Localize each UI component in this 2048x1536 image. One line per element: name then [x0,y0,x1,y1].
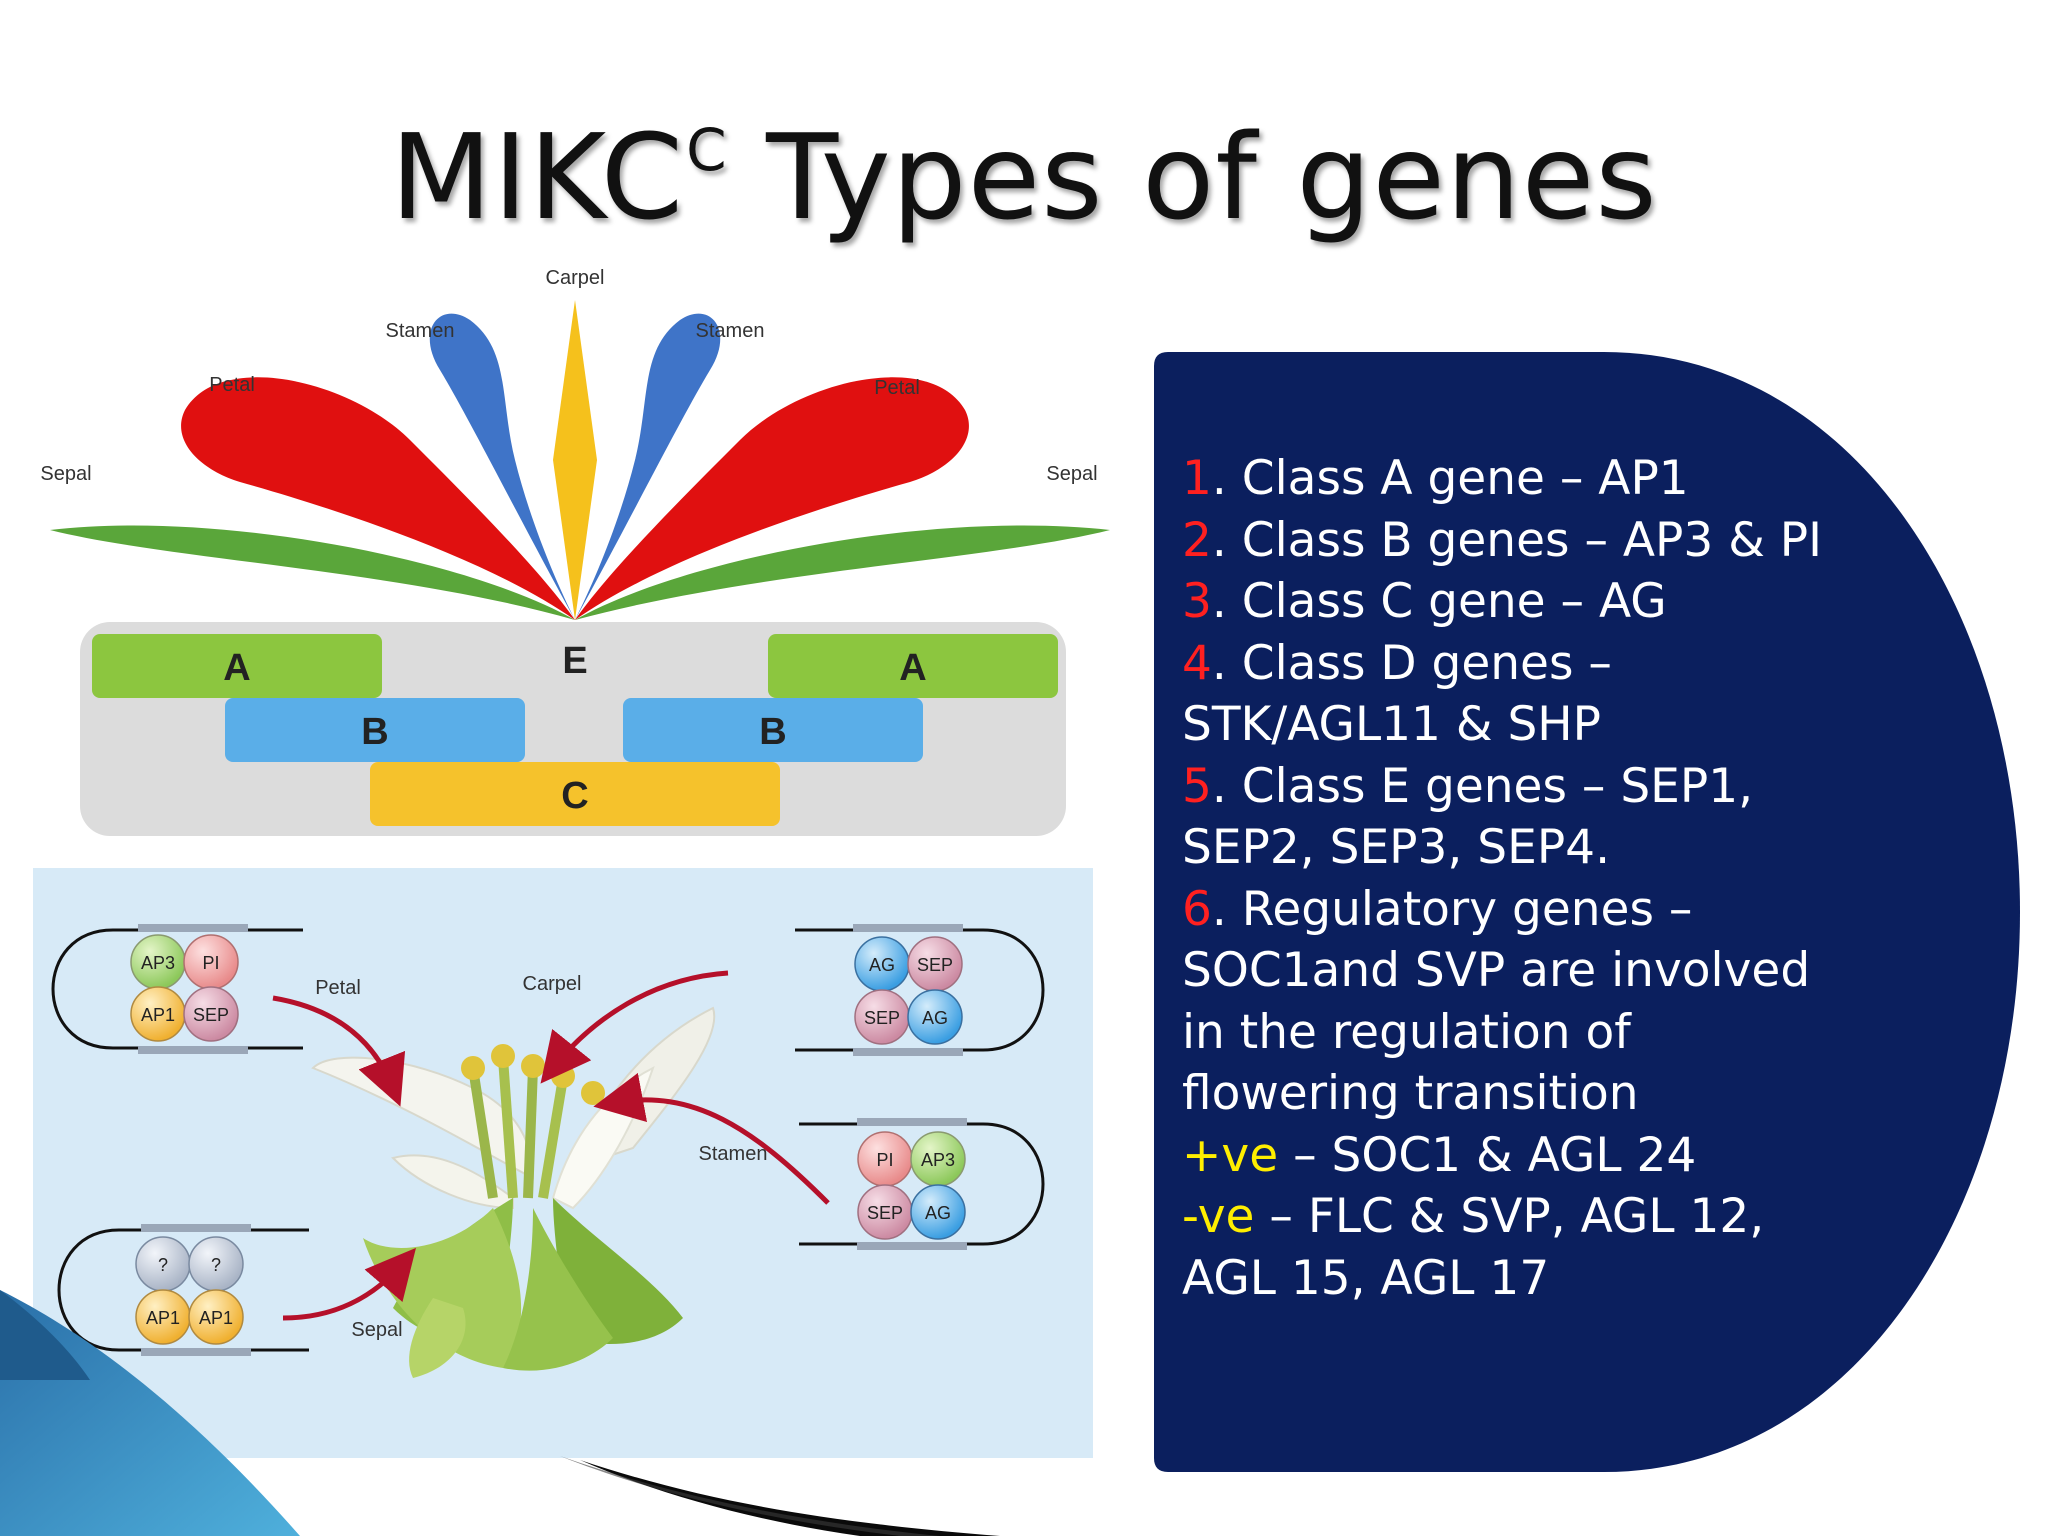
gene-list-item-6-cont-3: flowering transition [1182,1066,1639,1121]
gene-list-item-4: 4. Class D genes – [1182,633,1962,695]
class-a-right-box [768,634,1058,698]
carpel-shape [553,300,597,620]
stamen-quartet: PI AP3 SEP AG [799,1118,1045,1250]
slide-title: MIKCC Types of genes [0,108,2048,246]
stamen-protein-4: AG [925,1203,951,1223]
carpel-quartet: AG SEP SEP AG [795,924,1045,1056]
label-carpel: Carpel [546,267,605,289]
class-c-box [370,762,780,826]
gene-list-item-6: 6. Regulatory genes – [1182,879,1962,941]
sepal-protein-4: AP1 [199,1308,233,1328]
gene-list-panel [1154,352,2020,1472]
sepal-protein-1: ? [158,1255,168,1275]
item-number-3: 3 [1182,574,1212,629]
class-a-left-label: A [223,647,250,689]
sepal-quartet: ? ? AP1 AP1 [57,1224,309,1356]
class-b-left-box [225,698,525,762]
stamen-protein-3: SEP [867,1203,903,1223]
positive-text: – SOC1 & AGL 24 [1278,1127,1697,1183]
stamen-left-shape [429,313,575,620]
item-number-6: 6 [1182,881,1212,937]
item-text-4: . Class D genes – [1211,635,1612,691]
class-a-left-box [92,634,382,698]
gene-list-item-6-cont-2: in the regulation of [1182,1004,1631,1060]
item-text-1: . Class A gene – AP1 [1211,451,1689,506]
stamen-protein-2: AP3 [921,1150,955,1170]
gene-list-item-4-cont: STK/AGL11 & SHP [1182,697,1601,752]
arrow-petal [272,995,406,1107]
quartet-label-stamen: Stamen [699,1143,768,1165]
petal-quartet: AP3 PI AP1 SEP [51,924,303,1054]
gene-list-item-1: 1. Class A gene – AP1 [1182,448,1962,510]
arrow-carpel [540,970,729,1084]
quartet-model-diagram: Petal Carpel Stamen Sepal AP3 PI AP1 SEP… [33,868,1093,1458]
petal-left-shape [181,377,575,620]
sepal-left-shape [50,525,575,620]
item-text-5: . Class E genes – SEP1, [1211,758,1754,814]
negative-sign: -ve [1182,1189,1255,1244]
gene-list: 1. Class A gene – AP1 2. Class B genes –… [1182,448,1962,1309]
label-sepal-right: Sepal [1046,463,1097,485]
petal-protein-4: SEP [193,1005,229,1025]
item-number-1: 1 [1182,451,1212,506]
gene-list-item-2: 2. Class B genes – AP3 & PI [1182,510,1962,572]
arrow-stamen [593,1072,830,1205]
class-b-left-label: B [361,711,388,753]
gene-list-item-6-cont-1: SOC1and SVP are involved [1182,943,1811,998]
class-b-right-label: B [759,711,786,753]
gene-list-item-3: 3. Class C gene – AG [1182,571,1962,633]
label-petal-right: Petal [874,377,920,399]
label-stamen-left: Stamen [386,320,455,342]
quartet-label-sepal: Sepal [351,1319,402,1341]
negative-text: – FLC & SVP, AGL 12, [1254,1189,1765,1244]
petal-right-shape [575,377,969,620]
negative-regulators: -ve – FLC & SVP, AGL 12, [1182,1186,1962,1248]
carpel-protein-4: AG [922,1008,948,1028]
positive-sign: +ve [1182,1127,1279,1183]
carpel-protein-3: SEP [864,1008,900,1028]
quartet-label-carpel: Carpel [523,973,582,995]
sepal-right-shape [575,525,1110,620]
title-rest: Types of genes [727,108,1658,246]
item-number-2: 2 [1182,512,1212,568]
abce-model-diagram: Carpel Stamen Stamen Petal Petal Sepal S… [40,267,1110,836]
stamen-protein-1: PI [876,1150,893,1170]
carpel-protein-1: AG [869,955,895,975]
class-a-right-label: A [899,647,926,689]
item-text-2: . Class B genes – AP3 & PI [1211,512,1823,568]
quartet-label-petal: Petal [315,977,361,999]
carpel-protein-2: SEP [917,955,953,975]
label-sepal-left: Sepal [40,463,91,485]
petal-protein-2: PI [202,953,219,973]
title-superscript: C [686,115,728,184]
class-b-right-box [623,698,923,762]
petal-protein-1: AP3 [141,953,175,973]
petal-protein-3: AP1 [141,1005,175,1025]
decorative-swoosh [0,1290,1000,1536]
item-number-4: 4 [1182,635,1212,691]
title-main: MIKC [390,108,685,246]
sepal-protein-3: AP1 [146,1308,180,1328]
class-e-label: E [562,640,587,682]
label-petal-left: Petal [209,374,255,396]
item-text-3: . Class C gene – AG [1211,574,1667,629]
stamen-right-shape [575,313,721,620]
sepal-protein-2: ? [211,1255,221,1275]
item-number-5: 5 [1182,758,1212,814]
gene-list-item-5: 5. Class E genes – SEP1, [1182,756,1962,818]
arrow-sepal [282,1247,417,1321]
positive-regulators: +ve – SOC1 & AGL 24 [1182,1125,1962,1187]
class-c-label: C [561,775,588,817]
negative-regulators-cont: AGL 15, AGL 17 [1182,1250,1550,1306]
label-stamen-right: Stamen [696,320,765,342]
item-text-6: . Regulatory genes – [1211,881,1693,937]
gene-list-item-5-cont: SEP2, SEP3, SEP4. [1182,820,1611,875]
